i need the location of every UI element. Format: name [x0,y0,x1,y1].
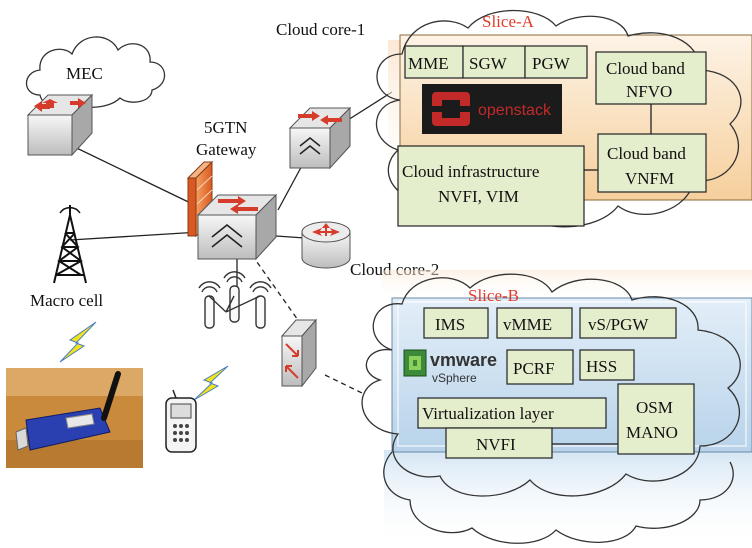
slice-a-title: Slice-A [482,12,535,31]
pgw-label: PGW [532,54,571,73]
sgw-label: SGW [469,54,508,73]
hss-label: HSS [586,357,617,376]
osm-mano-box [617,383,695,455]
ims-box [423,307,489,339]
nfvo-box [595,51,707,105]
mme-label: MME [408,54,449,73]
router-icon [26,93,94,157]
cloud-infrastructure-label-line2: NVFI, VIM [438,187,519,206]
slice-b-group: Slice-B IMS vMME vS/PGW vmware vSphere P… [361,273,752,548]
usb-dongle-photo [6,368,143,468]
vmme-box [496,307,573,339]
vnfm-label-line1: Cloud band [607,144,686,163]
slice-b-title: Slice-B [468,286,519,305]
openstack-logo-text: openstack [478,102,552,119]
vsphere-logo-text: vSphere [432,371,477,385]
vnfm-box [597,133,707,193]
hss-box [579,349,635,381]
pgw-box [524,45,588,79]
wireless-bolt-icon [59,321,97,363]
gateway-switch-icon [196,193,278,261]
nfvo-label-line1: Cloud band [606,59,685,78]
virtualization-layer-box [417,397,607,429]
virtualization-layer-label: Virtualization layer [422,404,554,423]
ims-label: IMS [435,315,465,334]
vmware-logo-icon: vmware vSphere [403,349,497,385]
nfvo-label-line2: NFVO [626,82,672,101]
cloud-infrastructure-label-line1: Cloud infrastructure [402,162,539,181]
pcrf-label: PCRF [513,359,555,378]
usb-dongle-icon [15,371,121,451]
cloud-infrastructure-box [397,145,585,227]
cell-tower-icon [53,205,87,284]
switch-icon [288,106,352,170]
nvfi-box [445,427,553,459]
vnfm-label-line2: VNFM [625,169,674,188]
slice-a-group: Slice-A MME SGW PGW Cloud band NFVO open… [375,9,752,300]
vspgw-label: vS/PGW [588,315,649,334]
cloud-core-1-label: Cloud core-1 [276,20,365,39]
nvfi-label: NVFI [476,435,516,454]
mec-label: MEC [66,64,103,83]
wireless-bolt-icon [193,365,229,401]
gateway-label-line2: Gateway [196,140,257,159]
vmware-logo-text: vmware [430,350,497,370]
mec-cloud: MEC [25,36,166,108]
mobile-phone-icon [165,389,197,453]
small-cell-antenna-icon [198,271,272,329]
macro-cell-label: Macro cell [30,291,103,310]
core-router-icon [301,221,351,269]
vspgw-box [579,307,677,339]
osm-mano-label-line2: MANO [626,423,678,442]
switch-icon [280,318,318,388]
sgw-box [462,45,526,79]
pcrf-box [506,349,574,385]
mme-box [404,45,464,79]
gateway-label-line1: 5GTN [204,118,247,137]
openstack-logo-icon: openstack [422,84,562,134]
osm-mano-label-line1: OSM [636,398,673,417]
vmme-label: vMME [503,315,552,334]
